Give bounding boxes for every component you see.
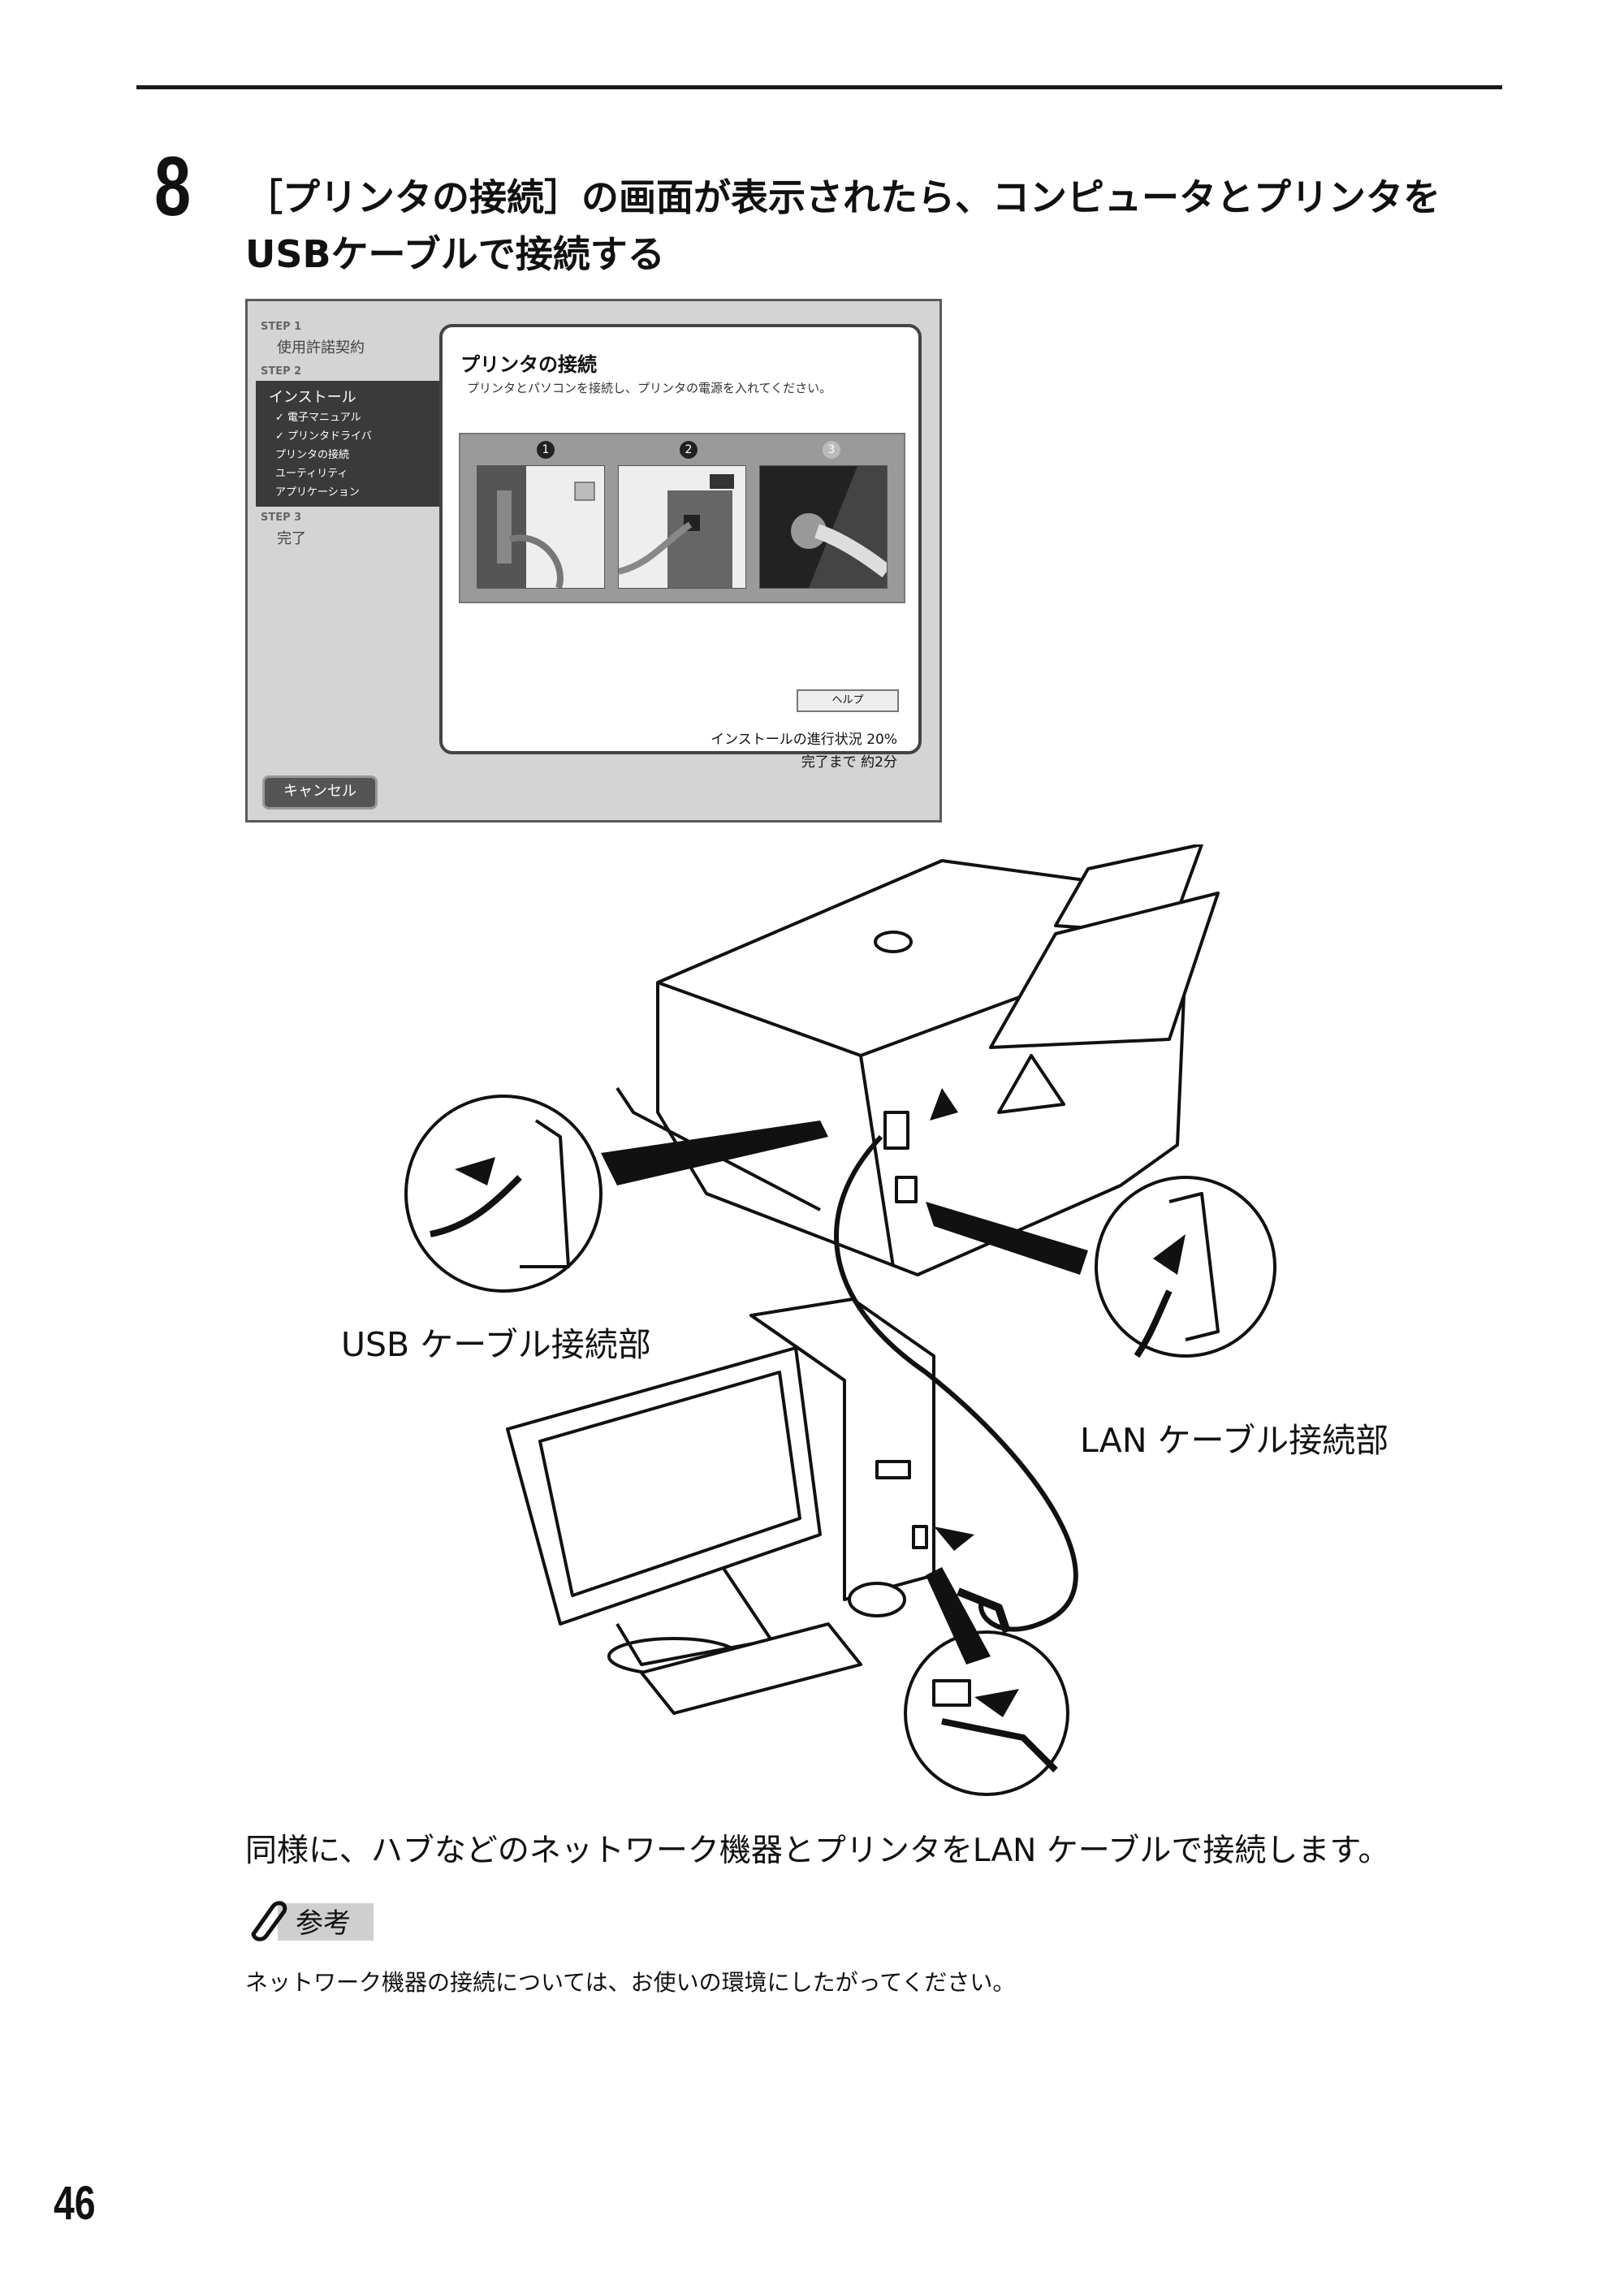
- progress-remaining: 完了まで 約2分: [801, 754, 897, 771]
- lan-callout-circle: [1095, 1176, 1276, 1358]
- note-badge-label: 参考: [296, 1907, 351, 1940]
- note-badge: 参考: [245, 1898, 375, 1944]
- body-text: 同様に、ハブなどのネットワーク機器とプリンタをLAN ケーブルで接続します。: [245, 1833, 1390, 1869]
- usb-plug-image: [477, 465, 605, 589]
- printer-connect-panel: プリンタの接続 プリンタとパソコンを接続し、プリンタの電源を入れてください。 1…: [439, 324, 922, 771]
- step3-label: STEP 3: [261, 512, 302, 524]
- sub-item-manual: ✓ 電子マニュアル: [275, 412, 361, 424]
- keyboard: [640, 1622, 862, 1715]
- usb-port-label: USB ケーブル接続部: [341, 1325, 651, 1364]
- step2-item: インストール: [269, 389, 356, 406]
- panel-description: プリンタとパソコンを接続し、プリンタの電源を入れてください。: [467, 381, 832, 395]
- monitor: [506, 1346, 822, 1626]
- printer-port-image: [617, 465, 746, 589]
- cancel-button[interactable]: キャンセル: [262, 775, 378, 810]
- lan-port-label: LAN ケーブル接続部: [1080, 1421, 1389, 1460]
- connection-illustration: [404, 844, 1276, 1796]
- mouse: [848, 1582, 906, 1617]
- step-number: 8: [154, 140, 192, 234]
- install-progress: インストールの進行状況 20% 完了まで 約2分: [710, 728, 897, 774]
- step-title: ［プリンタの接続］の画面が表示されたら、コンピュータとプリンタをUSBケーブルで…: [245, 175, 1440, 276]
- step2-label: STEP 2: [261, 365, 302, 378]
- note-text: ネットワーク機器の接続については、お使いの環境にしたがってください。: [245, 1969, 1016, 1996]
- instruction-strip: 1 2 3: [459, 433, 905, 603]
- installer-screenshot: STEP 1 使用許諾契約 STEP 2 インストール ✓ 電子マニュアル ✓ …: [245, 299, 942, 823]
- marker-3: 3: [823, 441, 840, 459]
- page-number: 46: [54, 2177, 96, 2230]
- usb-cable: [834, 1134, 1078, 1632]
- step2-active-block: インストール ✓ 電子マニュアル ✓ プリンタドライバ プリンタの接続 ユーティ…: [256, 381, 456, 507]
- sub-item-driver: ✓ プリンタドライバ: [275, 430, 372, 443]
- sub-item-connect: プリンタの接続: [275, 449, 350, 461]
- marker-1: 1: [537, 441, 555, 459]
- help-button[interactable]: ヘルプ: [797, 689, 899, 712]
- panel-title: プリンタの接続: [460, 353, 597, 376]
- step1-item: 使用許諾契約: [277, 339, 365, 356]
- step1-label: STEP 1: [261, 321, 302, 333]
- installer-steps: STEP 1 使用許諾契約 STEP 2 インストール ✓ 電子マニュアル ✓ …: [256, 316, 456, 551]
- marker-2: 2: [680, 441, 698, 459]
- sub-item-utility: ユーティリティ: [275, 468, 348, 480]
- sub-item-application: アプリケーション: [275, 486, 360, 499]
- top-rule: [136, 85, 1502, 89]
- power-button-image: [759, 465, 892, 589]
- progress-percent: インストールの進行状況 20%: [710, 732, 897, 748]
- pc-usb-callout-circle: [904, 1630, 1069, 1796]
- step3-item: 完了: [277, 530, 306, 547]
